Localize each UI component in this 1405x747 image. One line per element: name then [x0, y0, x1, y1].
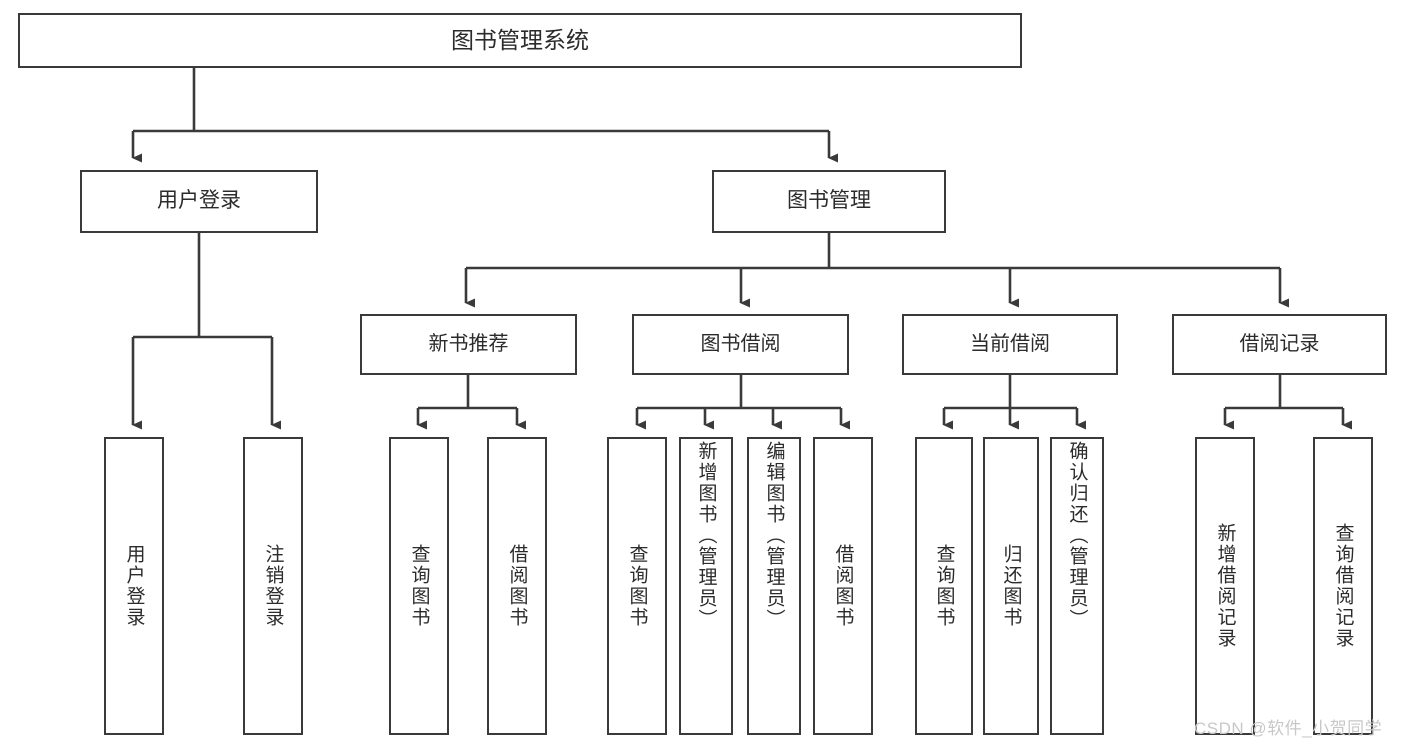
leaf-add-book-admin-label: 新增图书（管理员） — [695, 441, 717, 630]
node-root[interactable]: 图书管理系统 — [18, 13, 1022, 68]
leaf-edit-book-admin-label: 编辑图书（管理员） — [763, 441, 785, 630]
leaf-borrow-book-recommend[interactable]: 借阅图书 — [487, 437, 547, 735]
node-borrow-record[interactable]: 借阅记录 — [1172, 314, 1387, 375]
node-book-management-label: 图书管理 — [787, 189, 871, 213]
leaf-confirm-return-admin[interactable]: 确认归还（管理员） — [1050, 437, 1104, 735]
leaf-edit-book-admin[interactable]: 编辑图书（管理员） — [747, 437, 801, 735]
node-current-borrow-label: 当前借阅 — [970, 333, 1050, 355]
leaf-query-borrow-record[interactable]: 查询借阅记录 — [1313, 437, 1373, 735]
leaf-borrow-book-label: 借阅图书 — [832, 544, 854, 628]
node-user-login[interactable]: 用户登录 — [80, 170, 318, 233]
csdn-watermark: CSDN @软件_小贺同学 — [1194, 719, 1383, 738]
node-current-borrow[interactable]: 当前借阅 — [902, 314, 1118, 375]
leaf-query-book-borrow[interactable]: 查询图书 — [607, 437, 667, 735]
leaf-add-borrow-record[interactable]: 新增借阅记录 — [1195, 437, 1255, 735]
leaf-add-book-admin[interactable]: 新增图书（管理员） — [679, 437, 733, 735]
node-new-book-recommend-label: 新书推荐 — [428, 333, 509, 355]
leaf-return-book-label: 归还图书 — [1000, 544, 1022, 628]
node-book-borrow[interactable]: 图书借阅 — [632, 314, 849, 375]
node-new-book-recommend[interactable]: 新书推荐 — [360, 314, 577, 375]
leaf-borrow-book[interactable]: 借阅图书 — [813, 437, 873, 735]
leaf-query-book-current[interactable]: 查询图书 — [915, 437, 973, 735]
node-book-borrow-label: 图书借阅 — [700, 333, 781, 355]
leaf-user-login-label: 用户登录 — [123, 544, 145, 628]
leaf-add-borrow-record-label: 新增借阅记录 — [1214, 523, 1236, 649]
leaf-borrow-book-recommend-label: 借阅图书 — [506, 544, 528, 628]
leaf-user-logout[interactable]: 注销登录 — [243, 437, 303, 735]
leaf-query-book-recommend-label: 查询图书 — [408, 544, 430, 628]
leaf-query-book-current-label: 查询图书 — [933, 544, 955, 628]
node-root-label: 图书管理系统 — [451, 27, 589, 54]
leaf-user-logout-label: 注销登录 — [262, 544, 284, 628]
node-user-login-label: 用户登录 — [157, 189, 241, 213]
node-borrow-record-label: 借阅记录 — [1239, 333, 1320, 355]
leaf-query-book-recommend[interactable]: 查询图书 — [389, 437, 449, 735]
leaf-query-borrow-record-label: 查询借阅记录 — [1332, 523, 1354, 649]
node-book-management[interactable]: 图书管理 — [712, 170, 946, 233]
leaf-user-login[interactable]: 用户登录 — [104, 437, 164, 735]
leaf-return-book[interactable]: 归还图书 — [983, 437, 1039, 735]
leaf-query-book-borrow-label: 查询图书 — [626, 544, 648, 628]
leaf-confirm-return-admin-label: 确认归还（管理员） — [1066, 441, 1088, 630]
